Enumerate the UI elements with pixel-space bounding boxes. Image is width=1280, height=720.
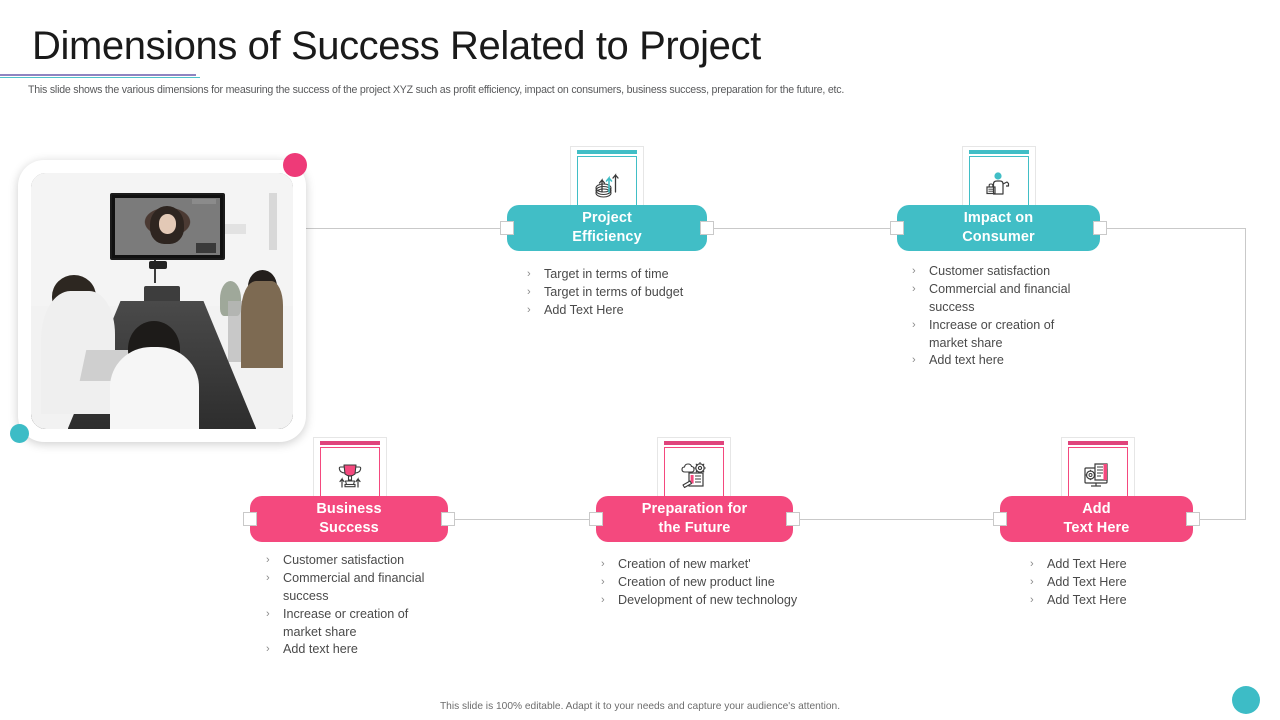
connector-stub-right bbox=[700, 221, 714, 235]
list-item: ›Creation of new product line bbox=[601, 574, 851, 592]
connector-stub-left bbox=[589, 512, 603, 526]
node-bullet-list: ›Add Text Here ›Add Text Here ›Add Text … bbox=[1030, 556, 1210, 610]
chevron-right-icon: › bbox=[912, 354, 916, 367]
node-title-pill[interactable]: Business Success bbox=[243, 496, 455, 542]
cloud-gear-document-icon bbox=[665, 448, 723, 504]
chevron-right-icon: › bbox=[912, 318, 916, 331]
icon-box bbox=[969, 156, 1029, 214]
chevron-right-icon: › bbox=[601, 575, 605, 588]
node-bullet-list: ›Customer satisfaction ›Commercial and f… bbox=[266, 552, 441, 659]
list-item: ›Add Text Here bbox=[527, 302, 742, 320]
list-item: ›Target in terms of budget bbox=[527, 284, 742, 302]
list-item: ›Increase or creation of market share bbox=[266, 606, 441, 642]
list-item: ›Add Text Here bbox=[1030, 556, 1210, 574]
title-underline-purple bbox=[0, 74, 196, 76]
decorative-dot-teal-small bbox=[10, 424, 29, 443]
footer-note: This slide is 100% editable. Adapt it to… bbox=[439, 701, 841, 712]
chevron-right-icon: › bbox=[1030, 593, 1034, 606]
icon-accent-bar bbox=[969, 150, 1029, 154]
trophy-growth-icon bbox=[321, 448, 379, 504]
node-title-pill[interactable]: Add Text Here bbox=[993, 496, 1200, 542]
chevron-right-icon: › bbox=[527, 268, 531, 280]
list-item: ›Target in terms of time bbox=[527, 266, 742, 284]
node-title-pill[interactable]: Preparation for the Future bbox=[589, 496, 800, 542]
icon-box bbox=[577, 156, 637, 214]
list-item: ›Add text here bbox=[266, 641, 441, 659]
connector-photo-to-project-efficiency bbox=[305, 228, 507, 229]
node-bullet-list: ›Target in terms of time ›Target in term… bbox=[527, 266, 742, 320]
connector-right-vertical bbox=[1245, 228, 1246, 520]
connector-project-efficiency-to-impact bbox=[707, 228, 897, 229]
connector-preparation-to-add-text bbox=[793, 519, 1000, 520]
node-title-line-1: Impact on bbox=[963, 209, 1034, 226]
chevron-right-icon: › bbox=[266, 554, 270, 566]
connector-stub-right bbox=[1186, 512, 1200, 526]
node-title-line-2: Text Here bbox=[1063, 520, 1130, 536]
connector-business-to-preparation bbox=[448, 519, 596, 520]
node-title-line-2: the Future bbox=[658, 520, 731, 536]
title-underline-teal bbox=[0, 77, 200, 79]
chevron-right-icon: › bbox=[601, 593, 605, 606]
list-item: ›Customer satisfaction bbox=[912, 263, 1082, 281]
chevron-right-icon: › bbox=[266, 571, 270, 584]
monitor-document-gear-icon bbox=[1069, 448, 1127, 504]
icon-accent-bar bbox=[320, 441, 380, 445]
connector-stub-right bbox=[1093, 221, 1107, 235]
icon-accent-bar bbox=[1068, 441, 1128, 445]
node-title-line-2: Consumer bbox=[962, 229, 1035, 245]
list-item: ›Add Text Here bbox=[1030, 592, 1210, 610]
chevron-right-icon: › bbox=[1030, 558, 1034, 570]
connector-stub-right bbox=[786, 512, 800, 526]
icon-accent-bar bbox=[577, 150, 637, 154]
list-item: ›Customer satisfaction bbox=[266, 552, 441, 570]
connector-impact-to-right-edge bbox=[1100, 228, 1245, 229]
connector-stub-left bbox=[993, 512, 1007, 526]
page-title: Dimensions of Success Related to Project bbox=[32, 24, 761, 68]
growth-chart-arrows-icon bbox=[578, 157, 636, 213]
list-item: ›Commercial and financial success bbox=[266, 570, 441, 606]
connector-stub-left bbox=[500, 221, 514, 235]
list-item: ›Creation of new market' bbox=[601, 556, 851, 574]
connector-right-edge-to-add-text bbox=[1192, 519, 1245, 520]
chevron-right-icon: › bbox=[912, 282, 916, 295]
chevron-right-icon: › bbox=[527, 303, 531, 316]
list-item: ›Commercial and financial success bbox=[912, 281, 1082, 317]
icon-box bbox=[320, 447, 380, 505]
node-bullet-list: ›Creation of new market' ›Creation of ne… bbox=[601, 556, 851, 610]
list-item: ›Add text here bbox=[912, 352, 1082, 370]
icon-box bbox=[1068, 447, 1128, 505]
node-title-line-2: Success bbox=[319, 520, 379, 536]
node-title-pill[interactable]: Project Efficiency bbox=[500, 205, 714, 251]
node-title-line-1: Business bbox=[316, 500, 382, 517]
chevron-right-icon: › bbox=[1030, 575, 1034, 588]
chevron-right-icon: › bbox=[266, 607, 270, 620]
connector-stub-right bbox=[441, 512, 455, 526]
connector-stub-left bbox=[243, 512, 257, 526]
node-title-line-1: Preparation for bbox=[641, 500, 748, 517]
shopper-with-basket-icon bbox=[970, 157, 1028, 213]
page-subtitle: This slide shows the various dimensions … bbox=[28, 84, 845, 96]
photo-scene bbox=[31, 173, 293, 429]
decorative-dot-teal-large bbox=[1232, 686, 1260, 714]
icon-accent-bar bbox=[664, 441, 724, 445]
chevron-right-icon: › bbox=[527, 285, 531, 298]
node-title-pill[interactable]: Impact on Consumer bbox=[890, 205, 1107, 251]
decorative-dot-pink bbox=[283, 153, 307, 177]
node-title-line-2: Efficiency bbox=[572, 229, 642, 245]
chevron-right-icon: › bbox=[912, 265, 916, 277]
node-title-line-1: Project bbox=[582, 209, 632, 226]
list-item: ›Development of new technology bbox=[601, 592, 851, 610]
list-item: ›Increase or creation of market share bbox=[912, 317, 1082, 353]
node-title-line-1: Add bbox=[1082, 500, 1111, 517]
conference-room-photo bbox=[18, 160, 306, 442]
icon-box bbox=[664, 447, 724, 505]
wall-screen-icon bbox=[109, 193, 225, 261]
chevron-right-icon: › bbox=[266, 643, 270, 656]
chevron-right-icon: › bbox=[601, 558, 605, 570]
list-item: ›Add Text Here bbox=[1030, 574, 1210, 592]
node-bullet-list: ›Customer satisfaction ›Commercial and f… bbox=[912, 263, 1082, 370]
photo-frame bbox=[26, 168, 298, 434]
connector-stub-left bbox=[890, 221, 904, 235]
